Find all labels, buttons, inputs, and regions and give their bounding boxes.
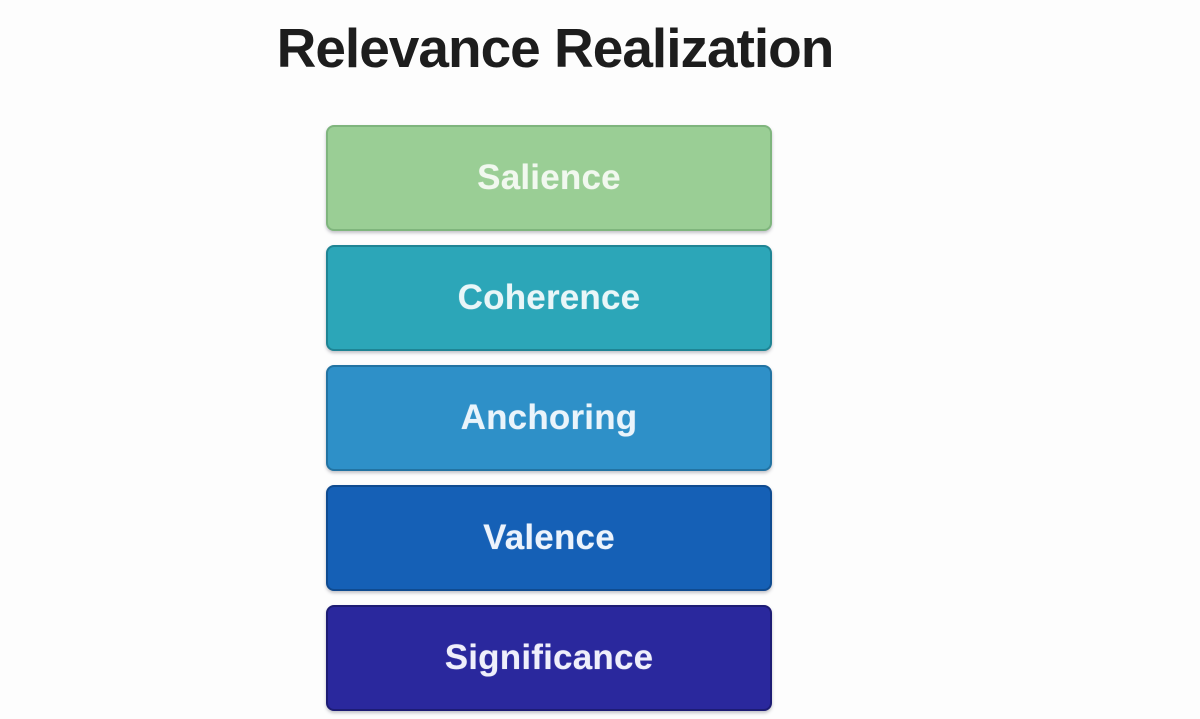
layer-bar-significance: Significance [326, 605, 772, 711]
layer-bar-salience: Salience [326, 125, 772, 231]
layer-bar-coherence: Coherence [326, 245, 772, 351]
layer-label: Coherence [457, 278, 641, 317]
layer-stack: Salience Coherence Anchoring Valence Sig… [326, 125, 772, 711]
layer-label: Significance [444, 638, 654, 677]
layer-bar-anchoring: Anchoring [326, 365, 772, 471]
diagram-title: Relevance Realization [276, 17, 835, 79]
layer-label: Valence [483, 518, 615, 557]
layer-label: Anchoring [460, 398, 638, 437]
layer-label: Salience [477, 158, 621, 197]
layer-bar-valence: Valence [326, 485, 772, 591]
